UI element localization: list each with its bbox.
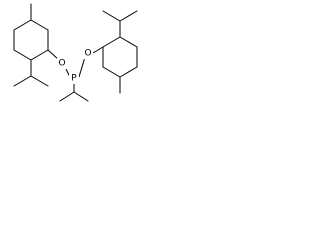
bond-left-isopropyl-3 xyxy=(30,75,49,87)
bond-left-ring-4 xyxy=(13,49,32,61)
atom-mask-p xyxy=(69,73,79,84)
right-menthyl-group xyxy=(92,10,138,94)
bond-p-isopropyl-3 xyxy=(73,91,89,102)
bond-right-ring-6 xyxy=(102,36,121,48)
bond-p-o-right xyxy=(78,56,86,78)
bond-right-ring-3 xyxy=(119,66,138,78)
bond-left-isopropyl-2 xyxy=(13,75,32,87)
atom-mask-o-left xyxy=(57,58,67,69)
bond-right-ring-2 xyxy=(102,66,121,78)
structure-diagram: O P O xyxy=(13,3,138,102)
atom-mask-o-right xyxy=(83,48,93,59)
bond-left-ring-1 xyxy=(30,19,49,31)
left-menthyl-group xyxy=(13,3,60,87)
bond-p-isopropyl-2 xyxy=(59,91,75,102)
bond-left-ring-3 xyxy=(30,49,49,61)
bond-right-ring-5 xyxy=(119,36,138,48)
atom-p: P xyxy=(71,74,77,84)
molecule-canvas: O P O xyxy=(0,0,150,105)
atom-o-right: O xyxy=(84,49,91,59)
bond-right-isopropyl-2 xyxy=(102,10,121,22)
atom-o-left: O xyxy=(58,59,65,69)
bond-right-isopropyl-3 xyxy=(119,10,138,22)
bond-left-ring-6 xyxy=(13,19,32,31)
bond-o-right-ring xyxy=(92,46,104,54)
